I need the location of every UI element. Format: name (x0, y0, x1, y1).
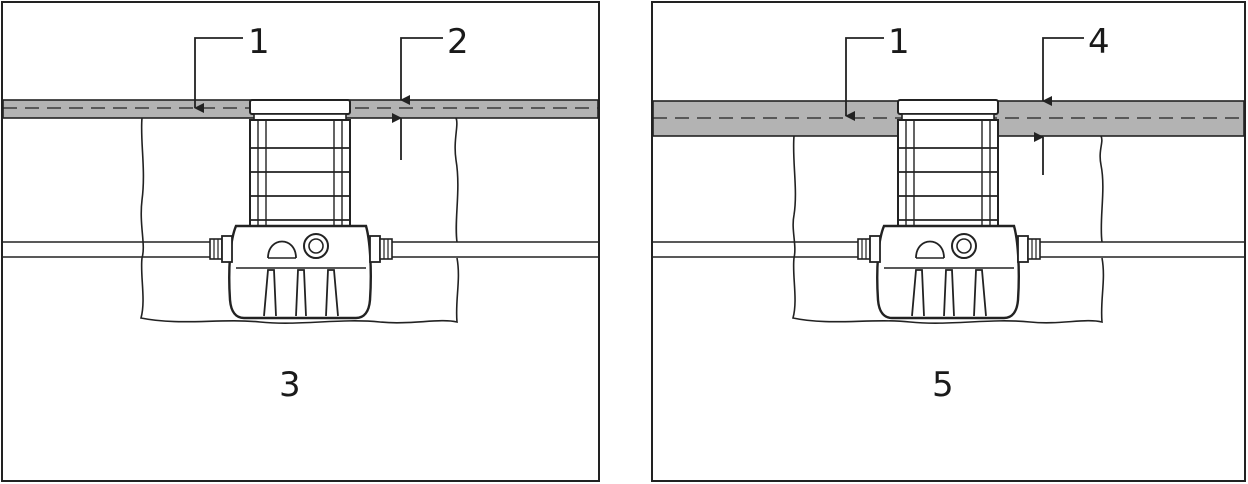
left-leader-2 (400, 37, 443, 105)
left-pipe-right (382, 241, 598, 258)
right-leader-1 (845, 37, 884, 121)
right-riser (897, 99, 999, 227)
left-callout-2: 2 (447, 22, 469, 62)
right-caption: 5 (932, 365, 954, 405)
left-panel: 1 2 3 (1, 1, 600, 482)
left-pipe-left (3, 241, 218, 258)
right-pipe-right (1030, 241, 1244, 258)
right-panel: 1 4 5 (651, 1, 1246, 482)
left-leader-1 (194, 37, 243, 113)
right-excavation-pit (792, 135, 1105, 324)
right-leader-4 (1042, 37, 1084, 106)
left-tank (209, 224, 393, 320)
right-tank (857, 224, 1041, 320)
left-riser (249, 99, 351, 227)
left-caption: 3 (279, 365, 301, 405)
right-pipe-left (653, 241, 862, 258)
left-callout-1: 1 (248, 22, 270, 62)
right-callout-1: 1 (888, 22, 910, 62)
right-callout-4: 4 (1088, 22, 1110, 62)
